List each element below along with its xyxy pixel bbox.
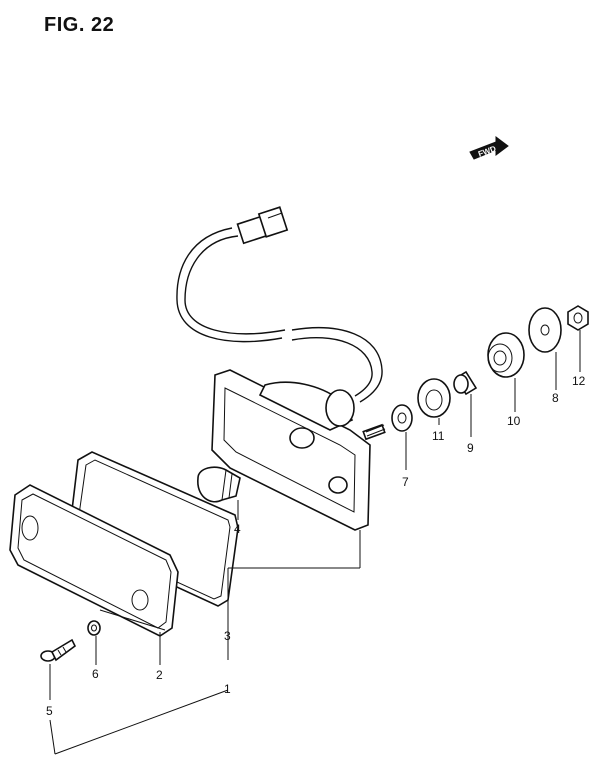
screw <box>40 638 77 662</box>
callout-5: 5 <box>46 704 53 718</box>
lamp-lens <box>9 484 179 637</box>
callout-9: 9 <box>467 441 474 455</box>
bushing <box>487 332 525 378</box>
bulb <box>197 466 241 503</box>
callout-labels: 1 2 3 4 5 6 7 8 9 10 11 12 <box>46 374 586 718</box>
socket-boss <box>325 389 355 427</box>
wiring-harness <box>176 206 383 403</box>
callout-10: 10 <box>507 414 521 428</box>
callout-3: 3 <box>224 629 231 643</box>
collar <box>453 370 478 396</box>
mounting-boss-upper <box>289 427 315 449</box>
callout-2: 2 <box>156 668 163 682</box>
callout-1: 1 <box>224 682 231 696</box>
grommet <box>417 378 451 418</box>
figure-title: FIG. 22 <box>44 14 115 36</box>
callout-6: 6 <box>92 667 99 681</box>
washer-7 <box>391 404 413 432</box>
leader-lines <box>49 330 581 755</box>
callout-4: 4 <box>234 522 241 536</box>
callout-12: 12 <box>572 374 586 388</box>
lamp-housing <box>211 369 386 531</box>
connector-housing <box>257 206 289 238</box>
nut <box>567 305 589 331</box>
callout-11: 11 <box>432 429 445 443</box>
forward-arrow-icon: FWD <box>469 136 509 160</box>
callout-8: 8 <box>552 391 559 405</box>
washer-8 <box>528 307 562 353</box>
washer-6 <box>87 620 101 636</box>
forward-label: FWD <box>477 144 497 159</box>
callout-7: 7 <box>402 475 409 489</box>
mounting-boss-lower <box>328 476 348 494</box>
